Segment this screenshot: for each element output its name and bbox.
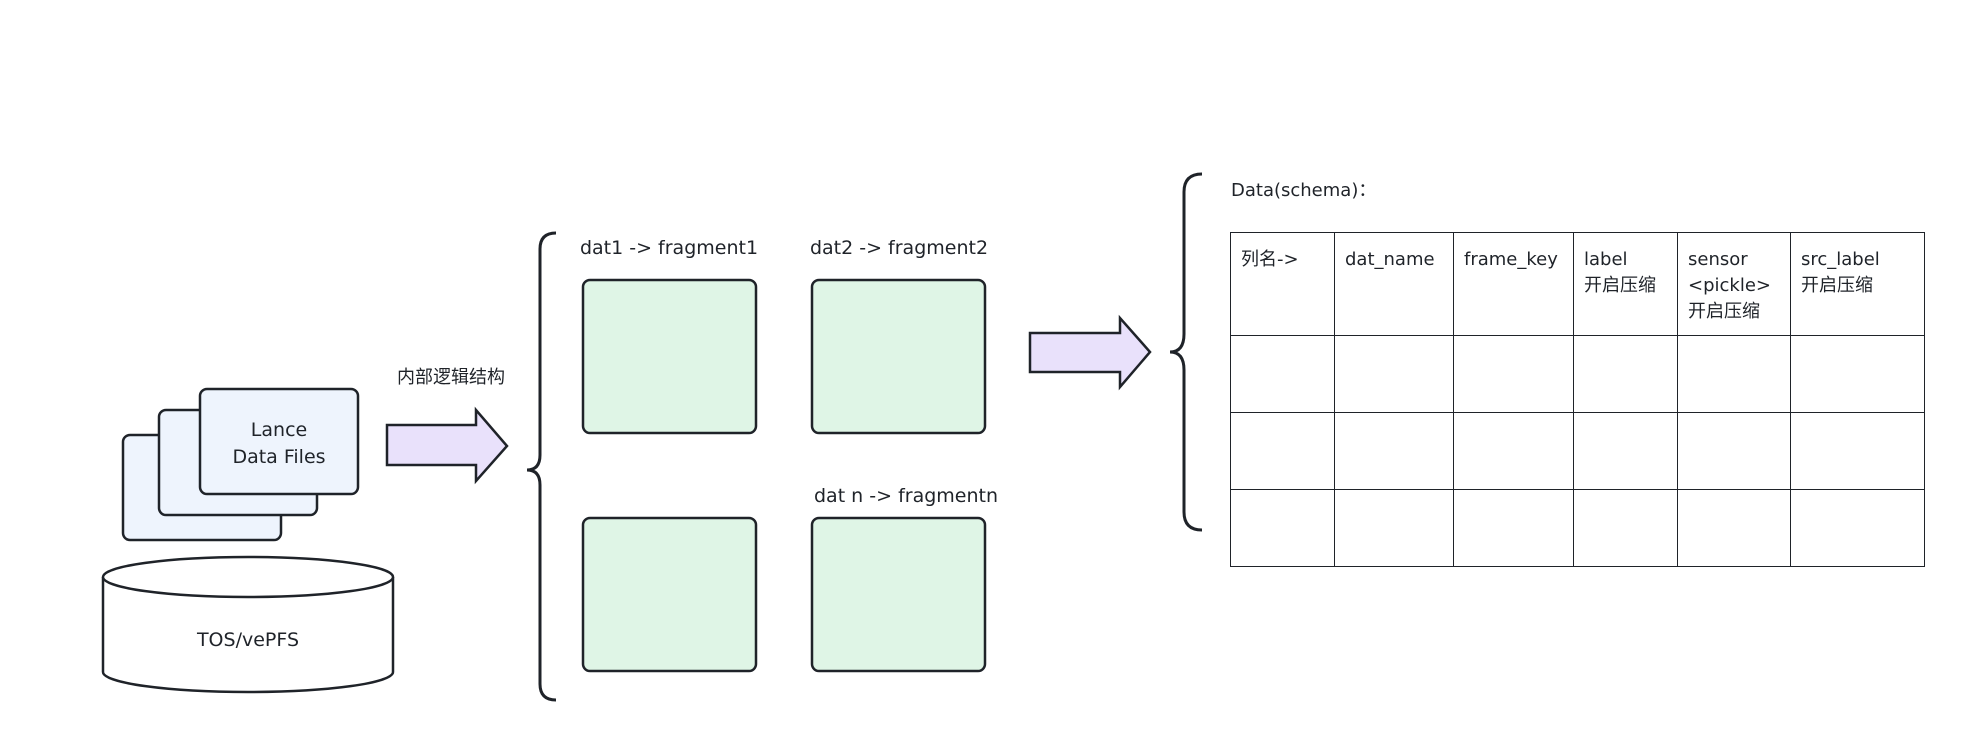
storage-cylinder <box>101 555 395 694</box>
table-cell <box>1334 489 1454 567</box>
table-cell <box>1230 335 1335 413</box>
table-cell <box>1573 335 1678 413</box>
arrow-right-icon-2 <box>1028 314 1152 391</box>
arrow-right-icon <box>385 406 509 485</box>
storage-label: TOS/vePFS <box>196 629 299 651</box>
schema-column-header: src_label 开启压缩 <box>1790 232 1925 336</box>
table-row <box>1230 489 1925 567</box>
schema-title: Data(schema)： <box>1231 180 1376 201</box>
schema-column-header: dat_name <box>1334 232 1454 336</box>
schema-column-header: sensor <pickle> 开启压缩 <box>1677 232 1791 336</box>
table-cell <box>1453 335 1574 413</box>
table-cell <box>1677 489 1791 567</box>
fragment-label-2: dat2 -> fragment2 <box>810 237 988 259</box>
lance-files-label-line1: Lance <box>251 419 307 441</box>
schema-table-container: 列名-> dat_name frame_key label 开启压缩 senso… <box>1230 232 1925 567</box>
lance-file-front <box>198 387 360 496</box>
table-cell <box>1677 335 1791 413</box>
table-cell <box>1790 489 1925 567</box>
schema-header-row: 列名-> dat_name frame_key label 开启压缩 senso… <box>1230 232 1925 336</box>
schema-table: 列名-> dat_name frame_key label 开启压缩 senso… <box>1230 232 1925 567</box>
fragment-label-4: dat n -> fragmentn <box>814 485 998 507</box>
lance-file-stack <box>121 387 360 542</box>
table-cell <box>1573 489 1678 567</box>
schema-column-header: frame_key <box>1453 232 1574 336</box>
schema-column-header: 列名-> <box>1230 232 1335 336</box>
table-cell <box>1334 412 1454 490</box>
lance-files-label-line2: Data Files <box>232 446 325 468</box>
fragment-box-3 <box>581 516 758 673</box>
table-cell <box>1230 489 1335 567</box>
fragment-box-1 <box>581 278 758 435</box>
fragment-box-4 <box>810 516 987 673</box>
table-row <box>1230 412 1925 490</box>
table-cell <box>1573 412 1678 490</box>
brace-left-icon <box>526 231 557 702</box>
brace-schema-icon <box>1169 172 1203 532</box>
table-cell <box>1334 335 1454 413</box>
table-cell <box>1677 412 1791 490</box>
table-row <box>1230 335 1925 413</box>
fragment-label-1: dat1 -> fragment1 <box>580 237 758 259</box>
table-cell <box>1790 412 1925 490</box>
table-cell <box>1230 412 1335 490</box>
table-cell <box>1790 335 1925 413</box>
table-cell <box>1453 489 1574 567</box>
fragment-box-2 <box>810 278 987 435</box>
schema-column-header: label 开启压缩 <box>1573 232 1678 336</box>
arrow-label: 内部逻辑结构 <box>397 367 505 388</box>
table-cell <box>1453 412 1574 490</box>
